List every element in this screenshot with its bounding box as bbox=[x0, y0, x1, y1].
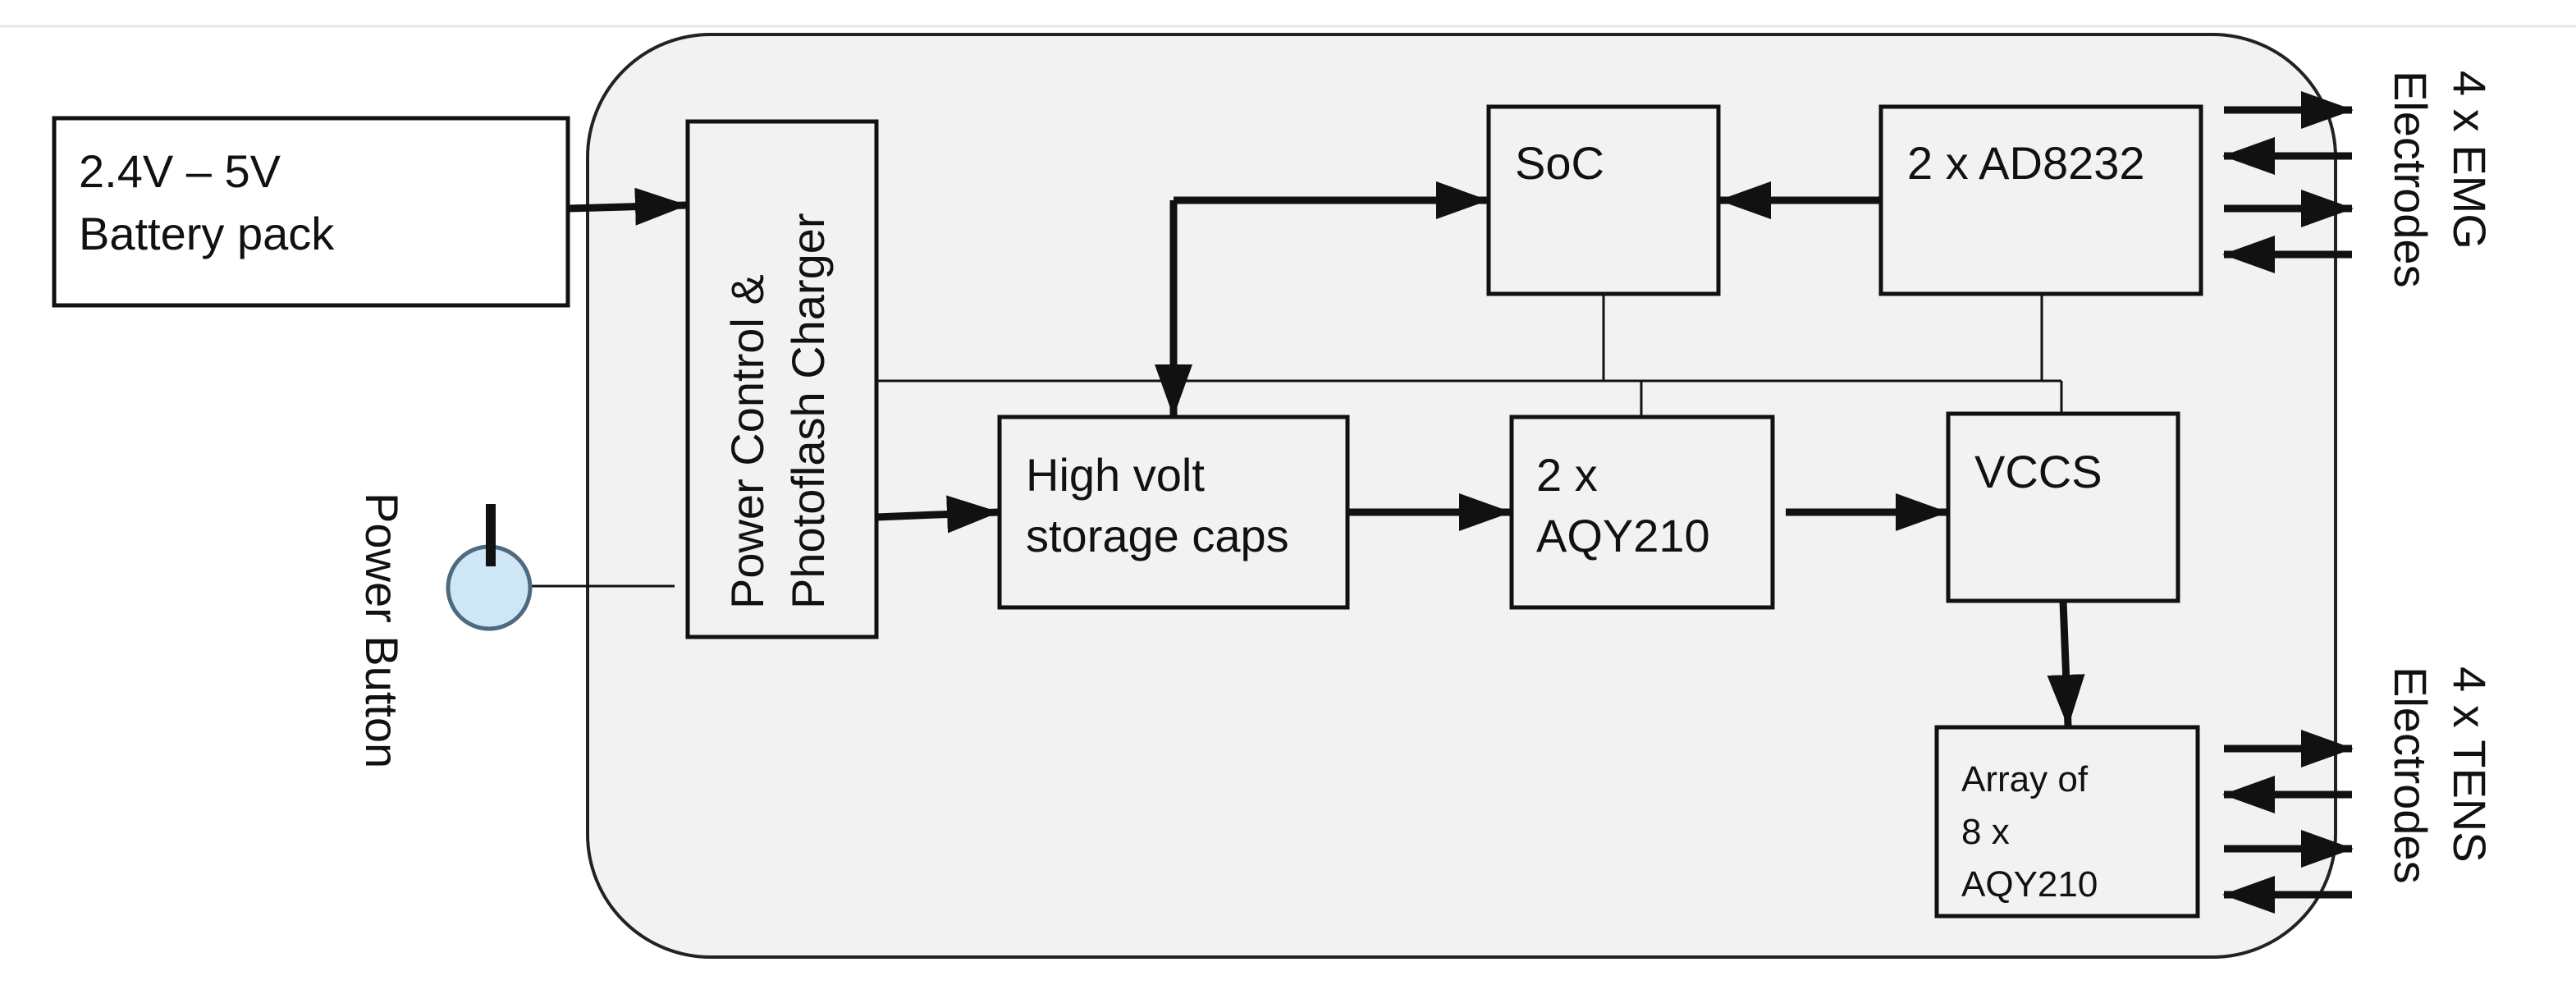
tens-label-line2: Electrodes bbox=[2385, 667, 2436, 884]
battery-label-line2: Battery pack bbox=[79, 208, 335, 259]
tens-label-line1: 4 x TENS bbox=[2444, 667, 2496, 863]
battery-pack-block bbox=[52, 116, 570, 308]
power-control-label-line1: Power Control & bbox=[721, 274, 773, 609]
aqy-label-line1: 2 x bbox=[1536, 449, 1598, 501]
array-label-line1: Array of bbox=[1961, 759, 2089, 799]
power-control-label-line2: Photoflash Charger bbox=[782, 213, 834, 609]
tens-electrode-arrows bbox=[2222, 730, 2354, 914]
battery-label-line1: 2.4V – 5V bbox=[79, 145, 281, 197]
emg-label-line2: Electrodes bbox=[2385, 71, 2436, 288]
aqy-array-block bbox=[1934, 725, 2200, 919]
vccs-block bbox=[1946, 411, 2180, 603]
array-label-line3: AQY210 bbox=[1961, 864, 2098, 905]
caps-label-line2: storage caps bbox=[1026, 510, 1289, 561]
ad8232-label: 2 x AD8232 bbox=[1907, 137, 2145, 189]
array-label-line2: 8 x bbox=[1961, 812, 2010, 852]
soc-block bbox=[1486, 104, 1721, 296]
arrow-power-to-caps bbox=[876, 495, 1000, 534]
emg-electrode-arrows bbox=[2222, 91, 2354, 273]
caps-label-line1: High volt bbox=[1026, 449, 1205, 501]
arrow-vccs-to-array bbox=[2047, 600, 2085, 727]
aqy210-block bbox=[1509, 415, 1775, 610]
power-control-block bbox=[685, 119, 879, 639]
aqy-label-line2: AQY210 bbox=[1536, 510, 1710, 561]
arrow-battery-to-power bbox=[567, 187, 688, 226]
ad8232-block bbox=[1878, 104, 2203, 296]
signal-arrows bbox=[567, 181, 2085, 727]
soc-label: SoC bbox=[1515, 137, 1604, 189]
power-button-label: Power Button bbox=[356, 492, 408, 768]
power-button-icon[interactable] bbox=[446, 504, 533, 631]
vccs-label: VCCS bbox=[1974, 446, 2102, 497]
emg-label-line1: 4 x EMG bbox=[2444, 71, 2496, 250]
storage-caps-block bbox=[997, 415, 1350, 610]
